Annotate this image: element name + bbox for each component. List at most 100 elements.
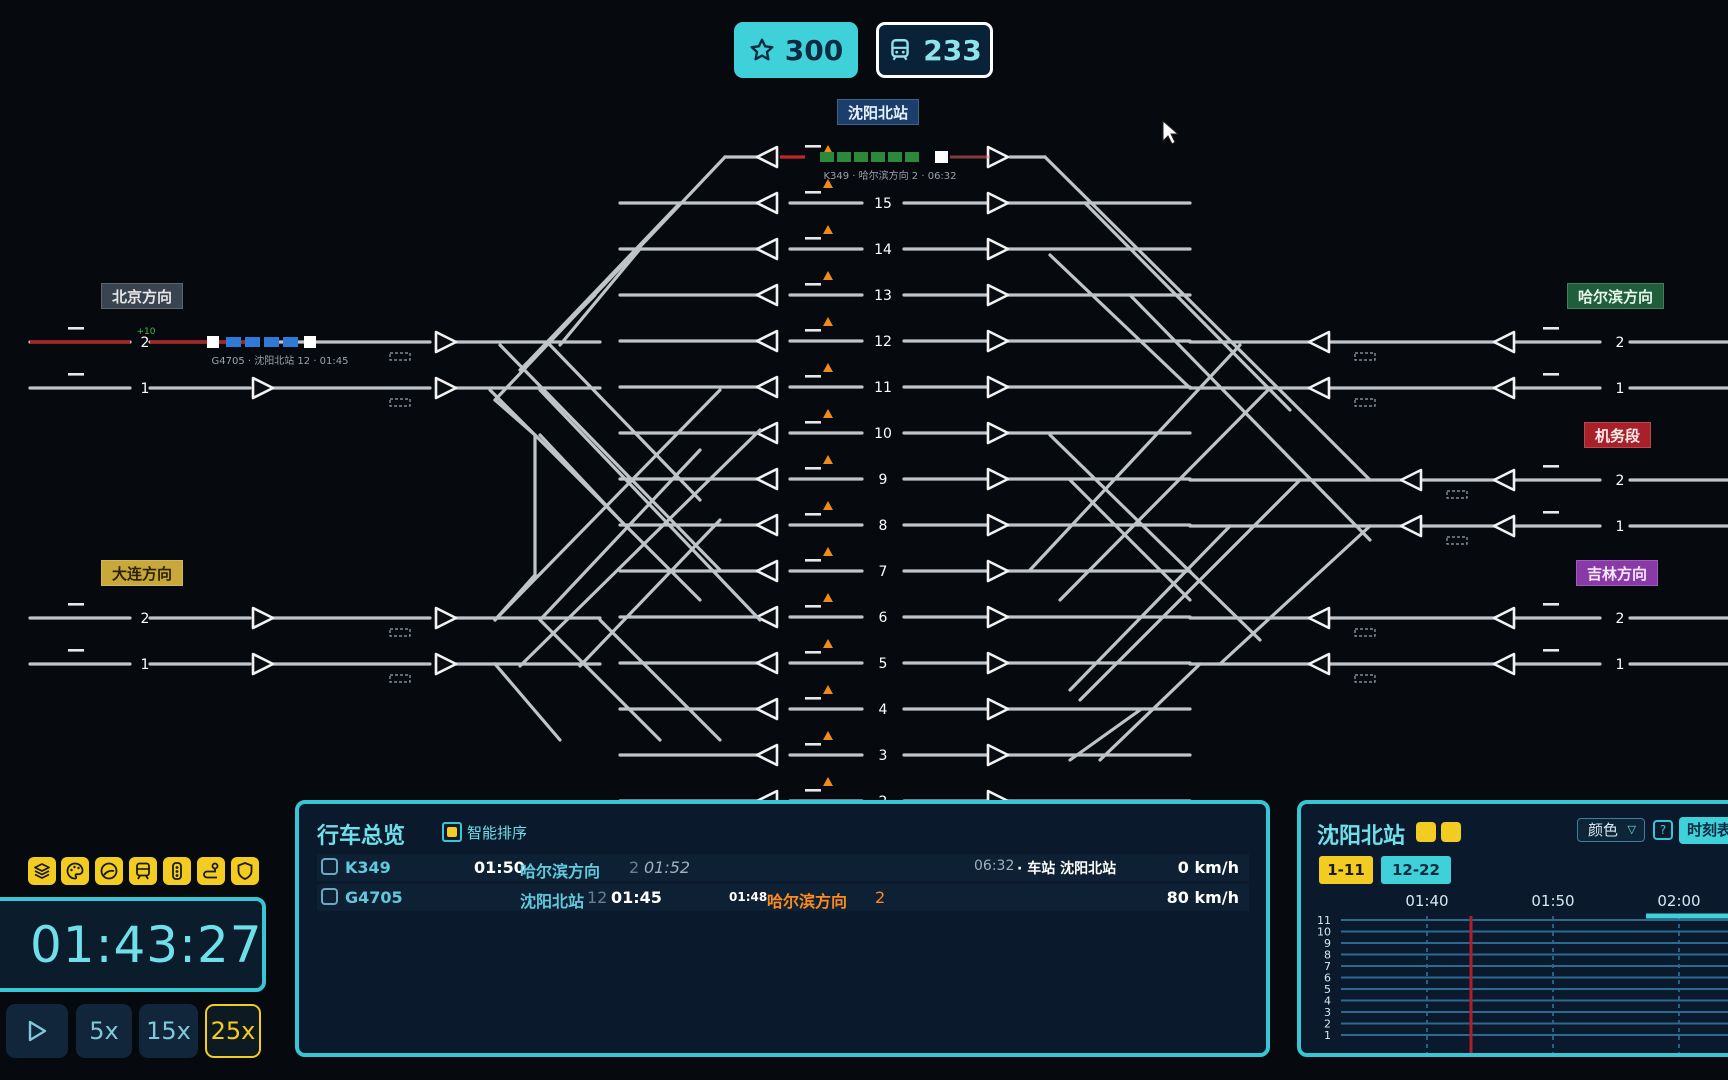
track-diagonal [1068,708,1142,762]
train-car [226,337,241,347]
panel-title: 行车总览 [317,824,406,849]
track-diagonal [538,433,622,522]
track-diagonal [538,618,662,742]
smart-sort-checkbox[interactable] [442,822,462,842]
warning-icon [823,731,833,740]
track-diagonal [1068,524,1232,692]
marker-dash [805,191,821,194]
track-number-label: 3 [879,748,888,764]
speed-15x-button[interactable]: 15x [139,1004,198,1058]
gauge-icon[interactable] [95,857,123,885]
marker-dash [1543,603,1559,606]
signal-left [1307,652,1331,676]
marker-dash [805,283,821,286]
speed-5x-button[interactable]: 5x [76,1004,132,1058]
operations-overview-panel: 行车总览 智能排序 K349 01:50 哈尔滨方向 2 01:52 06:32… [295,800,1270,1057]
next-time: 01:52 [644,858,691,877]
warning-icon [823,777,833,786]
tab-tracks-1-11[interactable]: 1-11 [1319,856,1373,884]
clock-time: 01:43:27 [30,915,263,974]
train-engine [935,151,948,163]
track-number-label: 14 [874,242,892,258]
marker-dash [805,605,821,608]
color-select[interactable]: 颜色 ▽ [1577,818,1645,842]
delay-label: +10 [137,327,156,337]
score-counter[interactable]: 300 [734,22,858,78]
track-number-label: 2 [141,335,150,351]
train-car [871,152,885,162]
track-number-label: 2 [141,611,150,627]
warning-icon [823,409,833,418]
speed-25x-button[interactable]: 25x [205,1004,261,1058]
train-row[interactable]: K349 01:50 哈尔滨方向 2 01:52 06:32 · 车站 沈阳北站… [317,854,1249,881]
train-tag: K349 · 哈尔滨方向 2 · 06:32 [823,169,956,182]
direction-tag-dalian[interactable]: 大连方向 [101,560,184,586]
track-number-label: 15 [874,196,892,212]
play-button[interactable] [6,1004,68,1058]
direction-tag-depot[interactable]: 机务段 [1584,422,1652,448]
mouse-cursor-icon [1162,119,1180,145]
help-icon[interactable]: ? [1653,820,1673,840]
destination: 哈尔滨方向 [767,892,848,911]
departure-time: 01:45 [611,888,662,907]
tab-label: 1-11 [1327,861,1365,879]
signal-left [1492,606,1516,630]
marker-dash [805,375,821,378]
signal-right [251,376,275,400]
palette-icon[interactable] [61,857,89,885]
track-row-label: 4 [1324,995,1331,1008]
train-icon[interactable] [129,857,157,885]
signal-right [986,421,1010,445]
train-id: K349 [345,858,391,877]
direction-tag-jilin[interactable]: 吉林方向 [1576,560,1659,586]
tab-tracks-12-22[interactable]: 12-22 [1381,856,1451,884]
train-counter[interactable]: 233 [876,22,993,78]
track-diagonal [1068,478,1192,602]
marker-dash [805,743,821,746]
track-row-label: 11 [1317,914,1331,927]
signal-icon[interactable] [163,857,191,885]
signal-left [755,559,779,583]
warning-icon [823,455,833,464]
signal-left [1492,514,1516,538]
station: 沈阳北站 [520,892,585,911]
layers-icon[interactable] [28,857,56,885]
block-marker [1354,352,1376,361]
timetable-button[interactable]: 时刻表 [1679,817,1728,844]
track-diagonal [548,343,702,502]
train-car [283,337,298,347]
track-number-label: 12 [874,334,892,350]
signal-left [755,467,779,491]
star-icon [750,38,774,61]
marker-dash [68,603,84,606]
track-diagonal [1028,343,1242,572]
track-diagonal [493,573,537,622]
track-diagonal [1083,201,1292,412]
direction-tag-harbin[interactable]: 哈尔滨方向 [1567,283,1665,309]
route-icon[interactable] [197,857,225,885]
track-diagonal [1298,408,1372,482]
train-row[interactable]: G4705 沈阳北站 12 01:45 01:48 哈尔滨方向 2 80 km/… [317,884,1249,911]
time-tick-label: 01:40 [1405,892,1448,910]
departure-time: 01:50 [474,858,525,877]
marker-dash [805,789,821,792]
track-number-label: 1 [1616,381,1625,397]
tab-label: 12-22 [1392,861,1440,879]
station-name-tag[interactable]: 沈阳北站 [837,99,920,125]
signal-left [1492,652,1516,676]
signal-left [755,605,779,629]
direction-tag-beijing[interactable]: 北京方向 [101,283,184,309]
track-row-label: 5 [1324,983,1331,996]
signal-left [1399,514,1423,538]
track-row-label: 2 [1324,1018,1331,1031]
marker-dash [805,513,821,516]
shield-icon[interactable] [231,857,259,885]
swap-icon[interactable] [1441,822,1461,842]
train-engine [207,336,219,348]
exit-icon[interactable] [1416,822,1436,842]
signal-right [986,697,1010,721]
block-marker [389,674,411,683]
signal-right [986,283,1010,307]
marker-dash [805,697,821,700]
signal-left [755,421,779,445]
